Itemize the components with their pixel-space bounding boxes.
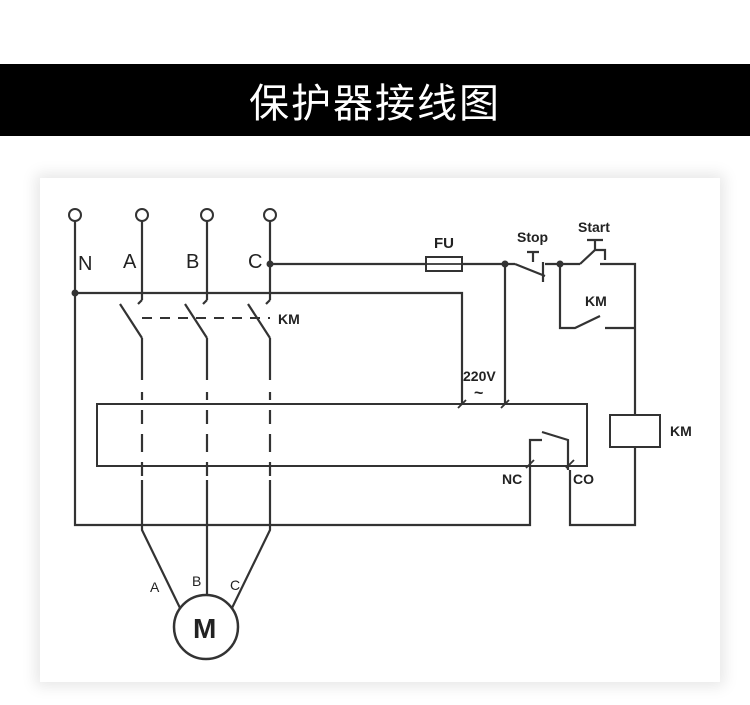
terminal-n-circle — [68, 208, 82, 222]
label-n: N — [78, 253, 92, 275]
coil-return-wire — [568, 447, 637, 527]
stop-contact — [514, 262, 546, 282]
terminal-c-circle — [263, 208, 277, 222]
label-ac-symbol: ~ — [474, 385, 483, 402]
start-contact — [579, 248, 607, 265]
km-contact-b — [184, 299, 208, 339]
title-bar: 保护器接线图 — [0, 64, 750, 136]
label-start: Start — [578, 219, 610, 235]
label-km-coil: KM — [670, 423, 692, 439]
label-voltage: 220V — [463, 368, 496, 384]
label-km-aux: KM — [585, 293, 607, 309]
label-co: CO — [573, 471, 594, 487]
label-motor-a: A — [150, 579, 160, 595]
label-a: A — [123, 251, 137, 273]
label-motor: M — [193, 613, 216, 644]
phase-c-wire-motor — [231, 480, 272, 609]
label-nc: NC — [502, 471, 522, 487]
label-fuse: FU — [434, 235, 454, 252]
label-motor-b: B — [192, 573, 201, 589]
label-km-main: KM — [278, 311, 300, 327]
wire-start-to-coil — [600, 262, 637, 415]
start-button-cap — [587, 238, 603, 250]
label-b: B — [186, 251, 199, 273]
protector-box — [96, 403, 588, 467]
phase-a-wire-motor — [140, 480, 181, 609]
page-title: 保护器接线图 — [249, 81, 501, 127]
label-motor-c: C — [230, 577, 240, 593]
terminal-a-circle — [135, 208, 149, 222]
supply-terminals — [457, 399, 510, 409]
neutral-wire — [73, 221, 532, 527]
diagram-card — [40, 178, 720, 682]
stop-button-cap — [527, 250, 539, 262]
n-feed-wire — [75, 291, 464, 405]
km-contact-c — [247, 299, 271, 339]
label-stop: Stop — [517, 229, 548, 245]
km-contact-a — [119, 299, 143, 339]
km-aux-wire — [558, 264, 635, 330]
nc-co-terminals — [525, 459, 575, 469]
km-coil — [609, 414, 661, 448]
protector-relay-contact — [528, 430, 570, 470]
label-c: C — [248, 251, 262, 273]
motor-circle — [172, 593, 240, 661]
terminal-b-circle — [200, 208, 214, 222]
